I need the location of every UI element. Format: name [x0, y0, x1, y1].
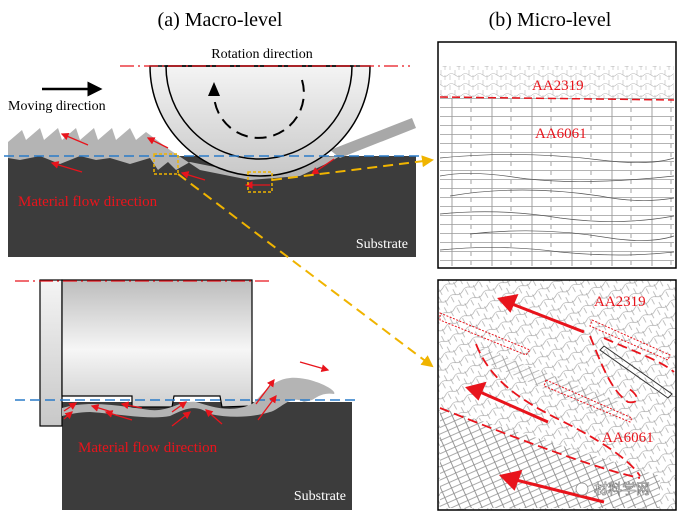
flow-arrow	[479, 390, 549, 424]
micro-title: (b) Micro-level	[489, 9, 612, 31]
micro-bottom-dark-lamella	[599, 345, 673, 399]
macro-top-substrate	[8, 156, 416, 257]
rotation-arrow-head-icon	[208, 82, 220, 96]
macro-top-substrate-label: Substrate	[356, 237, 408, 252]
micro-bottom-dotted-lamellae	[439, 312, 671, 423]
micro-bottom-boundaries	[439, 335, 675, 479]
flow-arrow	[205, 409, 223, 425]
flow-arrow	[515, 478, 605, 504]
micro-bottom-frame	[437, 279, 677, 511]
macro-top-flow-arrows	[50, 132, 335, 189]
flow-arrow	[299, 361, 330, 372]
macro-bottom-tool-body	[61, 279, 253, 408]
macro-top-tool-extension	[330, 118, 416, 158]
macro-top-tool-outer	[149, 65, 371, 177]
callout-leader-bottom[interactable]	[177, 173, 434, 368]
micro-top-panel: AA2319 AA6061	[437, 41, 677, 269]
micro-top-frame	[437, 41, 677, 269]
macro-bottom-flash	[62, 377, 335, 418]
micro-bottom-lamella	[478, 346, 620, 418]
flow-arrow	[63, 402, 78, 412]
callout-leader-top[interactable]	[271, 155, 434, 181]
micro-bottom-panel: AA2319 AA6061 材料学网	[437, 279, 677, 511]
rotation-arrow	[213, 79, 305, 139]
micro-top-upper-alloy: AA2319	[532, 78, 584, 94]
micro-bottom-lower-alloy: AA6061	[602, 430, 654, 446]
flow-arrow	[104, 410, 133, 421]
micro-top-fine-grains	[440, 66, 674, 98]
macro-bottom-substrate-label: Substrate	[294, 489, 346, 504]
micro-bottom-upper-alloy: AA2319	[594, 294, 646, 310]
watermark: 材料学网	[594, 482, 650, 498]
macro-bottom-flow-arrows	[63, 361, 330, 427]
flow-arrow	[180, 171, 206, 181]
callout-box-bottom	[247, 171, 273, 193]
micro-top-large-grains	[439, 154, 675, 256]
moving-direction-label: Moving direction	[8, 99, 106, 114]
flow-arrow	[120, 401, 143, 410]
flow-arrow	[146, 137, 169, 149]
micro-bottom-flow-arrows	[465, 294, 605, 504]
rotation-label: Rotation direction	[211, 47, 312, 62]
flow-arrow	[255, 378, 275, 405]
flow-arrow	[511, 302, 585, 334]
callout-box-left	[153, 153, 179, 175]
micro-top-interface-line	[439, 96, 675, 101]
macro-bottom-substrate	[62, 402, 352, 510]
macro-bottom-flow-label: Material flow direction	[78, 440, 218, 456]
macro-top-flow-label: Material flow direction	[18, 194, 158, 210]
wechat-icon	[575, 482, 589, 496]
flow-arrow-head-icon	[499, 469, 523, 491]
flow-arrow	[171, 401, 188, 413]
macro-title: (a) Macro-level	[158, 9, 283, 31]
micro-top-elongated-grains	[440, 98, 674, 266]
micro-top-lower-alloy: AA6061	[535, 126, 587, 142]
flow-arrow	[63, 411, 73, 420]
flow-arrow	[50, 161, 83, 173]
flow-arrow	[310, 158, 335, 175]
flow-arrow	[257, 394, 277, 421]
micro-bottom-dense-grains	[440, 408, 660, 508]
flow-arrow-head-icon	[497, 294, 519, 313]
macro-top-tool-inner	[165, 65, 353, 160]
flow-arrow	[60, 132, 89, 146]
flow-arrow-head-icon	[465, 381, 487, 401]
flow-arrow	[171, 411, 192, 427]
macro-bottom-tool-shoulder	[39, 279, 63, 427]
